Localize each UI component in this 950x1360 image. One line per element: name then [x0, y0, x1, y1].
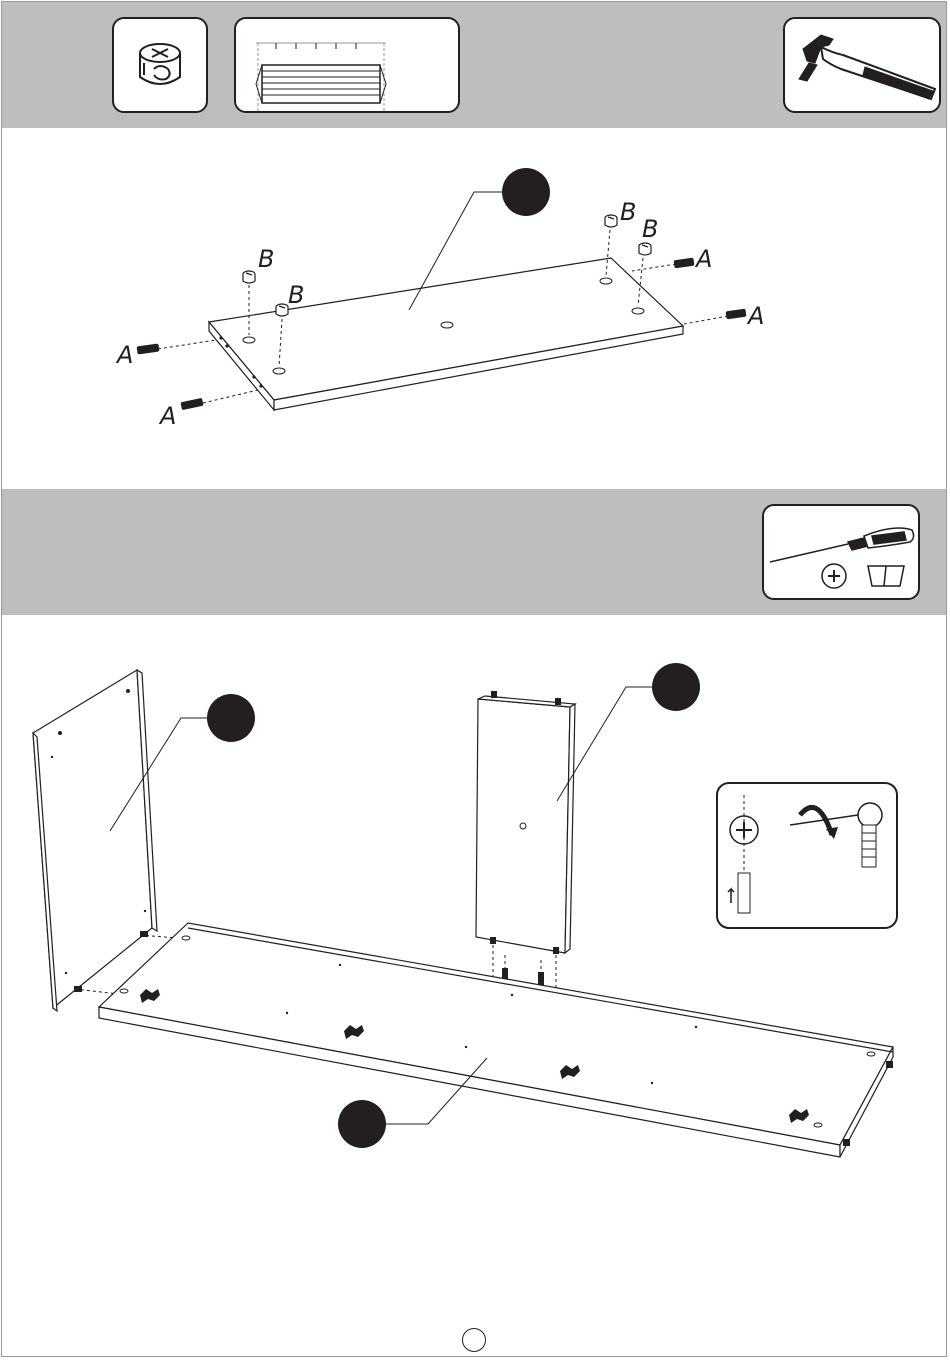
bottom-panel	[99, 923, 893, 1157]
label-b-right-2: B	[642, 215, 658, 243]
label-b-right-1: B	[620, 198, 636, 226]
wooden-dowel-icon	[236, 19, 458, 111]
bottom-panel-marker	[338, 1100, 386, 1148]
label-a-right-top: A	[694, 245, 712, 273]
cam-lock-rotation-detail	[717, 783, 897, 928]
cam-lock-toolbox	[112, 17, 208, 113]
label-a-right-bottom: A	[746, 302, 764, 330]
label-b-left-2: B	[288, 281, 304, 309]
screwdriver-toolbox	[762, 504, 920, 600]
label-b-left-1: B	[258, 245, 274, 273]
cam-lock-icon	[114, 19, 206, 111]
step1-illustration: A A A A B B B B	[0, 128, 950, 489]
hammer-icon	[785, 19, 939, 111]
dowel-toolbox	[234, 17, 460, 113]
label-a-left-bottom: A	[158, 402, 176, 430]
panel-callout-marker	[502, 168, 550, 216]
side-panel	[33, 670, 157, 1011]
middle-panel-marker	[652, 663, 700, 711]
screwdriver-icon	[764, 506, 918, 598]
step2-illustration	[0, 615, 950, 1315]
label-a-left-top: A	[115, 341, 133, 369]
page-number-circle	[462, 1328, 486, 1352]
hammer-toolbox	[783, 17, 941, 113]
side-panel-marker	[207, 694, 255, 742]
